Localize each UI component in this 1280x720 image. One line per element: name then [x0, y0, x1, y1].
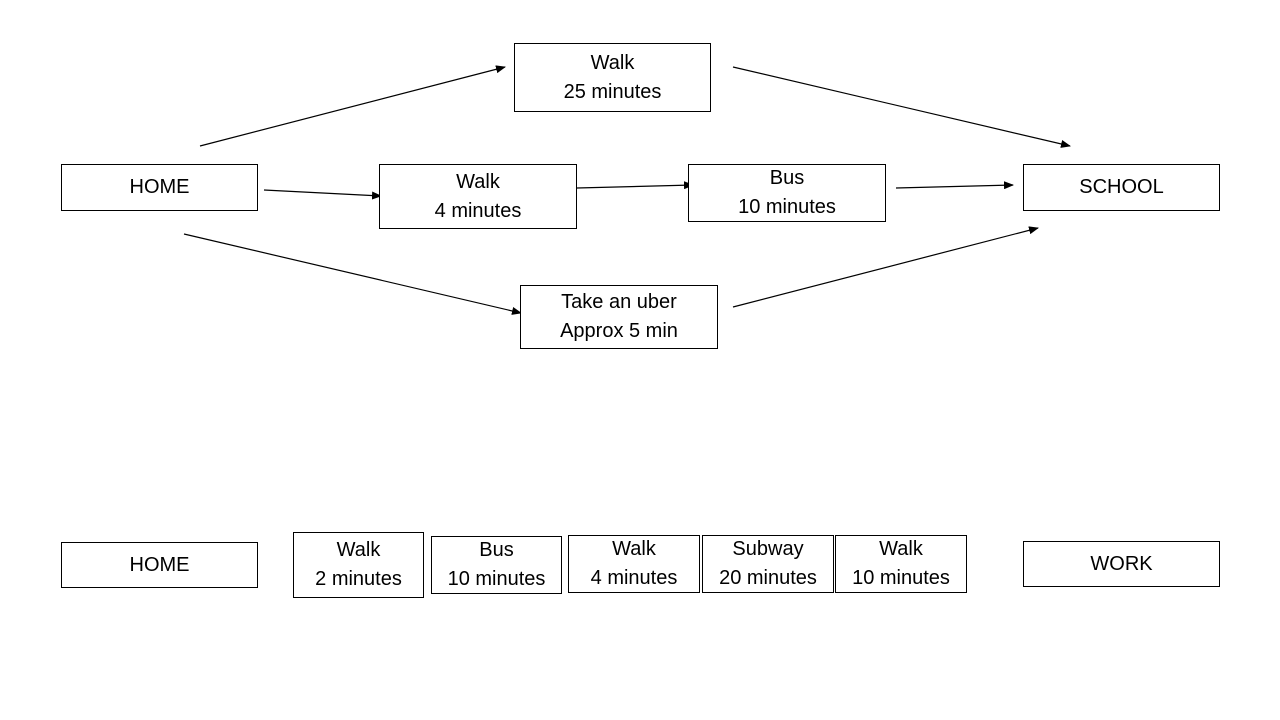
- arrow-home-to-walk-4: [263, 189, 382, 200]
- arrow-home-to-walk-25: [199, 65, 506, 147]
- walk-25-duration: 25 minutes: [563, 80, 662, 103]
- step-node: Bus 10 minutes: [431, 536, 562, 594]
- walk-25-node: Walk 25 minutes: [514, 43, 711, 112]
- step-duration: 20 minutes: [719, 567, 817, 589]
- arrow-home-to-uber: [183, 233, 522, 315]
- step-node: Subway 20 minutes: [702, 535, 834, 593]
- step-duration: 2 minutes: [315, 568, 402, 590]
- home-node-bottom: HOME: [61, 542, 258, 588]
- walk-4-duration: 4 minutes: [434, 199, 522, 222]
- step-mode: Walk: [336, 539, 381, 561]
- arrow-walk-4-to-bus: [576, 181, 694, 190]
- walk-4-mode: Walk: [456, 170, 500, 193]
- school-label: SCHOOL: [1079, 176, 1164, 198]
- work-label: WORK: [1090, 552, 1153, 575]
- home-node: HOME: [61, 164, 258, 211]
- uber-mode: Take an uber: [561, 291, 677, 313]
- step-duration: 4 minutes: [590, 567, 678, 589]
- step-mode: Walk: [879, 538, 923, 560]
- bus-duration: 10 minutes: [738, 196, 836, 218]
- uber-node: Take an uber Approx 5 min: [520, 285, 718, 349]
- step-duration: 10 minutes: [852, 567, 950, 589]
- step-mode: Bus: [479, 539, 514, 561]
- home-label-bottom: HOME: [129, 553, 190, 576]
- home-label: HOME: [129, 176, 190, 198]
- bus-node: Bus 10 minutes: [688, 164, 886, 222]
- walk-4-node: Walk 4 minutes: [379, 164, 577, 229]
- step-duration: 10 minutes: [447, 568, 546, 590]
- step-node: Walk 10 minutes: [835, 535, 967, 593]
- walk-25-mode: Walk: [590, 51, 635, 74]
- step-node: Walk 2 minutes: [293, 532, 424, 598]
- school-node: SCHOOL: [1023, 164, 1220, 211]
- arrow-walk-25-to-school: [732, 66, 1071, 148]
- step-mode: Subway: [732, 538, 804, 560]
- bus-mode: Bus: [769, 167, 805, 189]
- step-node: Walk 4 minutes: [568, 535, 700, 593]
- arrow-uber-to-school: [732, 226, 1039, 308]
- work-node: WORK: [1023, 541, 1220, 587]
- step-mode: Walk: [612, 538, 656, 560]
- uber-duration: Approx 5 min: [560, 320, 678, 342]
- arrow-bus-to-school: [895, 181, 1014, 190]
